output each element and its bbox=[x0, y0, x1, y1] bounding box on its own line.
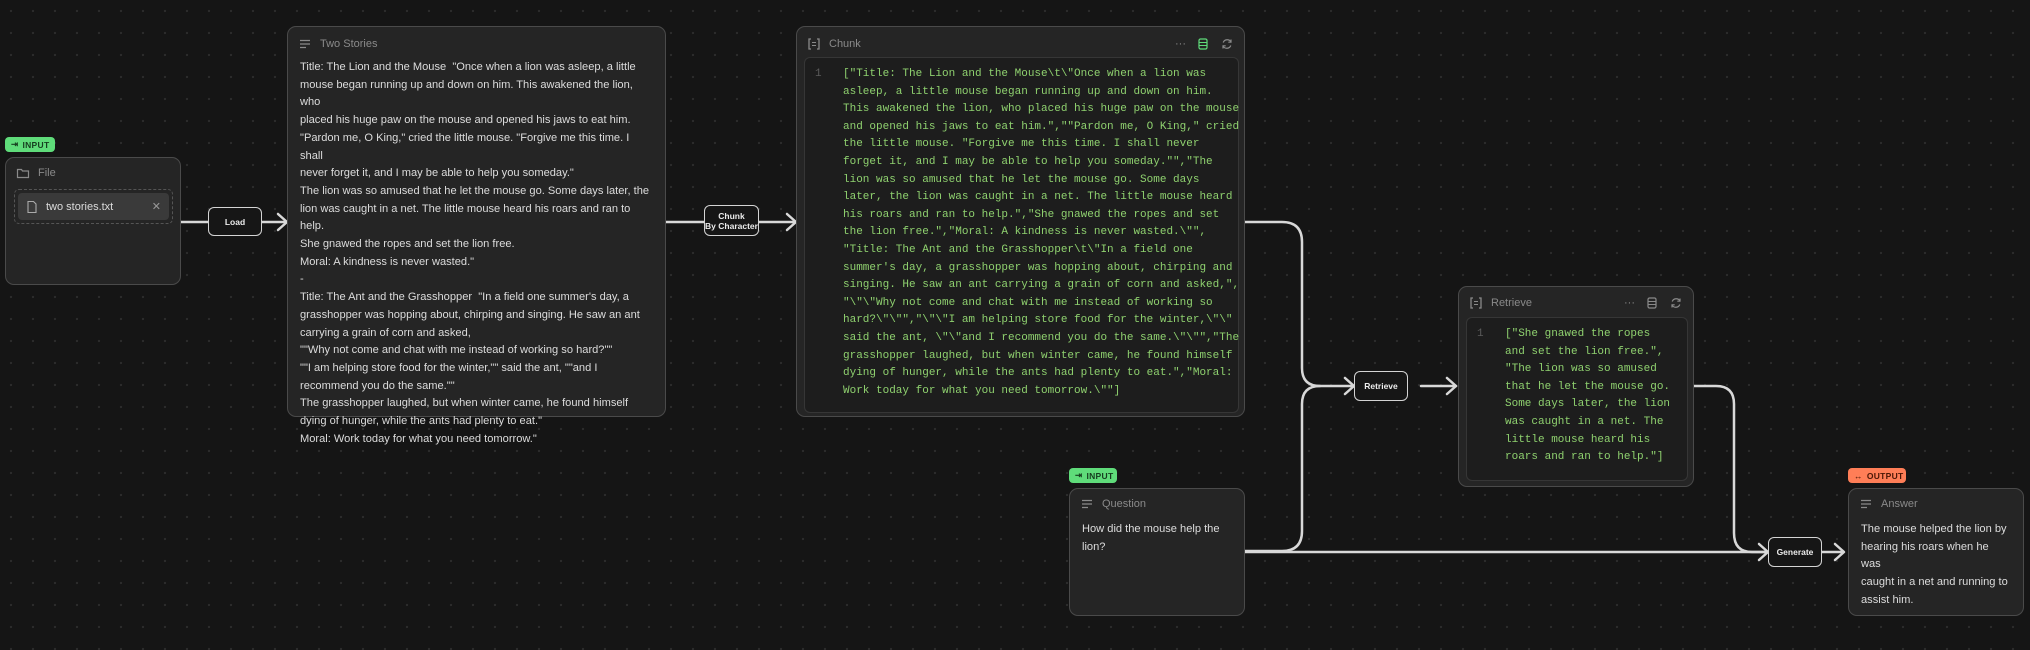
question-title: Question bbox=[1102, 498, 1147, 510]
load-operation[interactable]: Load bbox=[208, 207, 262, 236]
retrieve-code-output[interactable]: 1 ["She gnawed the ropes and set the lio… bbox=[1466, 317, 1688, 481]
two-stories-node[interactable]: Two Stories Title: The Lion and the Mous… bbox=[287, 26, 666, 445]
retrieve-header: Retrieve ··· bbox=[1459, 287, 1693, 319]
brackets-icon bbox=[807, 37, 821, 51]
chunk-code-output[interactable]: 1 ["Title: The Lion and the Mouse\t\"Onc… bbox=[804, 57, 1239, 413]
file-chip[interactable]: two stories.txt ✕ bbox=[18, 193, 169, 220]
answer-header: Answer bbox=[1849, 489, 2023, 519]
input-badge: ⇥INPUT bbox=[5, 137, 56, 152]
question-text[interactable]: How did the mouse help the lion? bbox=[1082, 523, 1220, 553]
refresh-icon[interactable] bbox=[1220, 37, 1234, 51]
answer-node[interactable]: Answer The mouse helped the lion by hear… bbox=[1848, 488, 2024, 616]
refresh-icon[interactable] bbox=[1669, 296, 1683, 310]
database-icon[interactable] bbox=[1196, 37, 1210, 51]
two-stories-title: Two Stories bbox=[320, 38, 378, 50]
wire-retrieve-to-generate bbox=[1692, 384, 1770, 554]
text-lines-icon bbox=[298, 37, 312, 51]
retrieve-title: Retrieve bbox=[1491, 297, 1532, 309]
file-node[interactable]: File two stories.txt ✕ bbox=[5, 157, 181, 285]
output-arrows-icon: ↔ bbox=[1854, 470, 1863, 481]
wire-question-to-retrieve bbox=[1243, 384, 1322, 553]
input-arrow-icon: ⇥ bbox=[1075, 470, 1083, 480]
two-stories-header: Two Stories bbox=[288, 27, 665, 61]
chunk-node[interactable]: Chunk ··· 1 ["Title: The Lion and the Mo… bbox=[796, 26, 1245, 417]
retrieve-node[interactable]: Retrieve ··· 1 ["She gnawed the ropes an… bbox=[1458, 286, 1694, 487]
chunk-code-text: ["Title: The Lion and the Mouse\t\"Once … bbox=[843, 68, 1240, 397]
line-number: 1 bbox=[815, 68, 822, 80]
file-node-header: File bbox=[6, 158, 180, 188]
remove-file-icon[interactable]: ✕ bbox=[151, 201, 161, 213]
file-node-title: File bbox=[38, 167, 56, 179]
document-icon bbox=[26, 200, 40, 214]
line-number: 1 bbox=[1477, 328, 1484, 340]
arrowhead-answer bbox=[1833, 542, 1846, 562]
brackets-icon bbox=[1469, 296, 1483, 310]
chunk-title: Chunk bbox=[829, 38, 861, 50]
folder-icon bbox=[16, 166, 30, 180]
file-name: two stories.txt bbox=[46, 200, 114, 213]
chunk-header: Chunk ··· bbox=[797, 27, 1244, 61]
retrieve-operation[interactable]: Retrieve bbox=[1354, 371, 1408, 401]
generate-operation[interactable]: Generate bbox=[1768, 537, 1822, 567]
text-lines-icon bbox=[1080, 497, 1094, 511]
input-arrow-icon: ⇥ bbox=[11, 139, 19, 149]
input-badge: ⇥INPUT bbox=[1069, 468, 1117, 483]
answer-text: The mouse helped the lion by hearing his… bbox=[1861, 523, 2008, 606]
wire-chunk-to-retrieve bbox=[1243, 220, 1356, 388]
database-icon[interactable] bbox=[1645, 296, 1659, 310]
question-node[interactable]: Question How did the mouse help the lion… bbox=[1069, 488, 1245, 616]
more-options-icon[interactable]: ··· bbox=[1175, 38, 1186, 50]
answer-title: Answer bbox=[1881, 498, 1918, 510]
file-drop-area[interactable] bbox=[14, 189, 173, 224]
output-badge: ↔OUTPUT bbox=[1848, 468, 1906, 483]
question-header: Question bbox=[1070, 489, 1244, 519]
two-stories-text: Title: The Lion and the Mouse "Once when… bbox=[300, 61, 650, 445]
text-lines-icon bbox=[1859, 497, 1873, 511]
arrowhead-retrieve-out bbox=[1445, 376, 1458, 396]
more-options-icon[interactable]: ··· bbox=[1624, 297, 1635, 309]
retrieve-code-text: ["She gnawed the ropes and set the lion … bbox=[1505, 328, 1671, 464]
